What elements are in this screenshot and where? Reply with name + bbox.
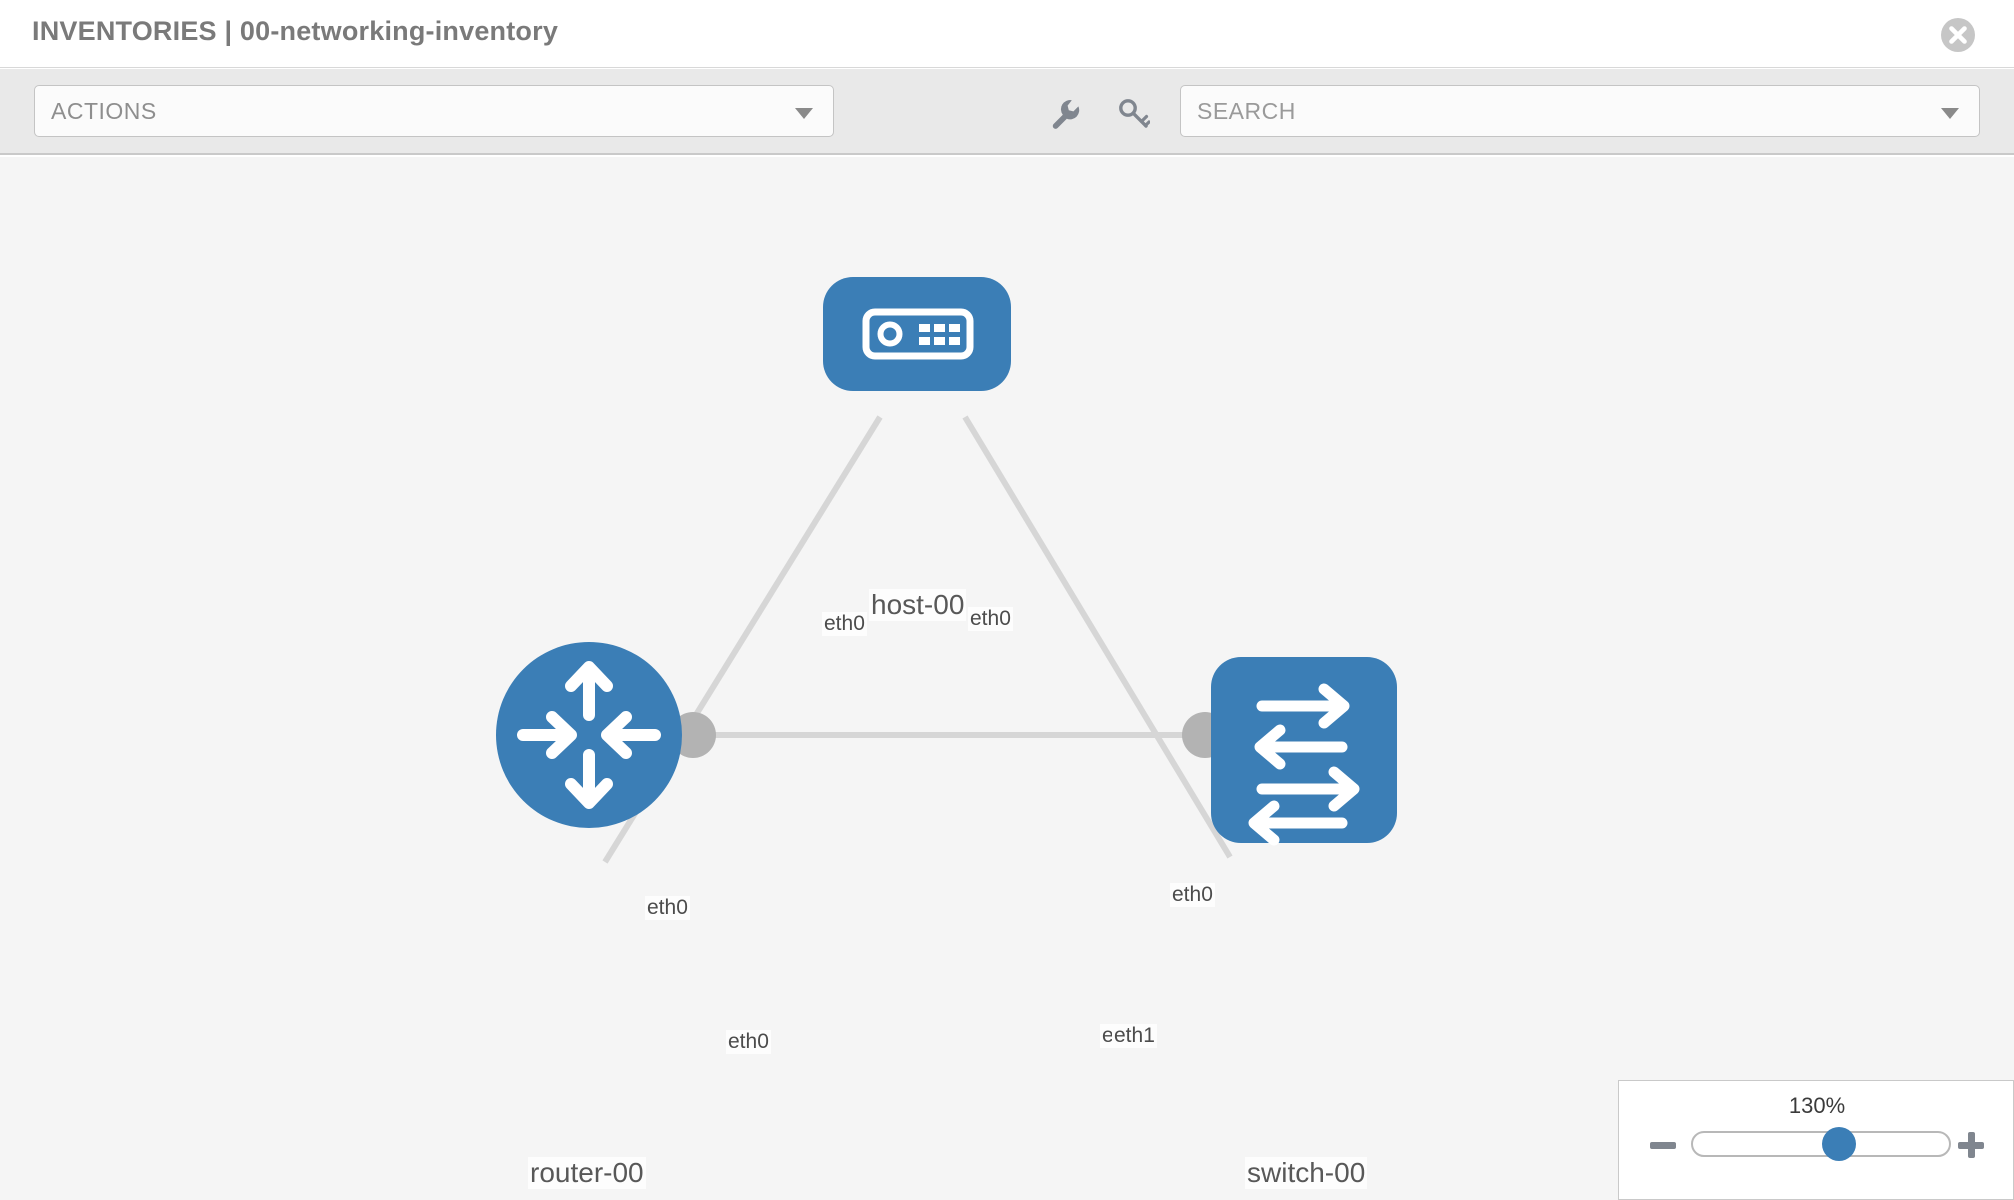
zoom-level-value: 130%	[1788, 1093, 1846, 1118]
page-header: INVENTORIES | 00-networking-inventory	[0, 0, 2014, 68]
search-placeholder: SEARCH	[1197, 98, 1296, 124]
search-input[interactable]: SEARCH	[1180, 85, 1980, 137]
server-device-icon	[862, 308, 974, 360]
actions-dropdown[interactable]: ACTIONS	[34, 85, 834, 137]
wrench-icon[interactable]	[1048, 96, 1082, 130]
iface-label: eth0	[822, 612, 867, 636]
zoom-control-panel: 130%	[1618, 1080, 2014, 1200]
router-node-shape	[496, 642, 682, 828]
node-router-00	[496, 642, 682, 828]
node-label-host-00: host-00	[869, 589, 967, 621]
topology-canvas[interactable]: host-00 router-00 switch-00 eth0 eth0 et…	[0, 157, 2014, 1200]
node-host-00	[823, 277, 1011, 391]
zoom-slider-thumb[interactable]	[1822, 1127, 1857, 1161]
topology-links	[602, 415, 1250, 864]
iface-label: eth1	[1112, 1024, 1157, 1048]
node-label-switch-00: switch-00	[1245, 1157, 1368, 1189]
bidirectional-arrows-icon	[1248, 683, 1360, 846]
close-icon[interactable]	[1938, 15, 1978, 55]
plus-icon[interactable]	[1955, 1129, 1987, 1161]
key-icon[interactable]	[1116, 96, 1151, 130]
minus-icon[interactable]	[1647, 1129, 1679, 1161]
iface-label: eth0	[726, 1030, 771, 1054]
node-label-router-00: router-00	[528, 1157, 646, 1189]
four-arrows-inward-icon	[517, 661, 661, 809]
connector-router-right	[670, 712, 716, 758]
page-title: INVENTORIES | 00-networking-inventory	[32, 16, 559, 46]
chevron-down-icon	[795, 108, 813, 119]
iface-label: eth0	[1170, 883, 1215, 907]
zoom-slider-track[interactable]	[1691, 1131, 1951, 1157]
actions-dropdown-label: ACTIONS	[51, 98, 157, 124]
link-host-switch	[962, 415, 1233, 859]
host-node-shape	[823, 277, 1011, 391]
iface-label: eth0	[968, 607, 1013, 631]
chevron-down-icon	[1941, 108, 1959, 119]
topology-graph	[496, 277, 1397, 864]
iface-label: eth0	[645, 896, 690, 920]
node-switch-00	[1211, 657, 1397, 846]
